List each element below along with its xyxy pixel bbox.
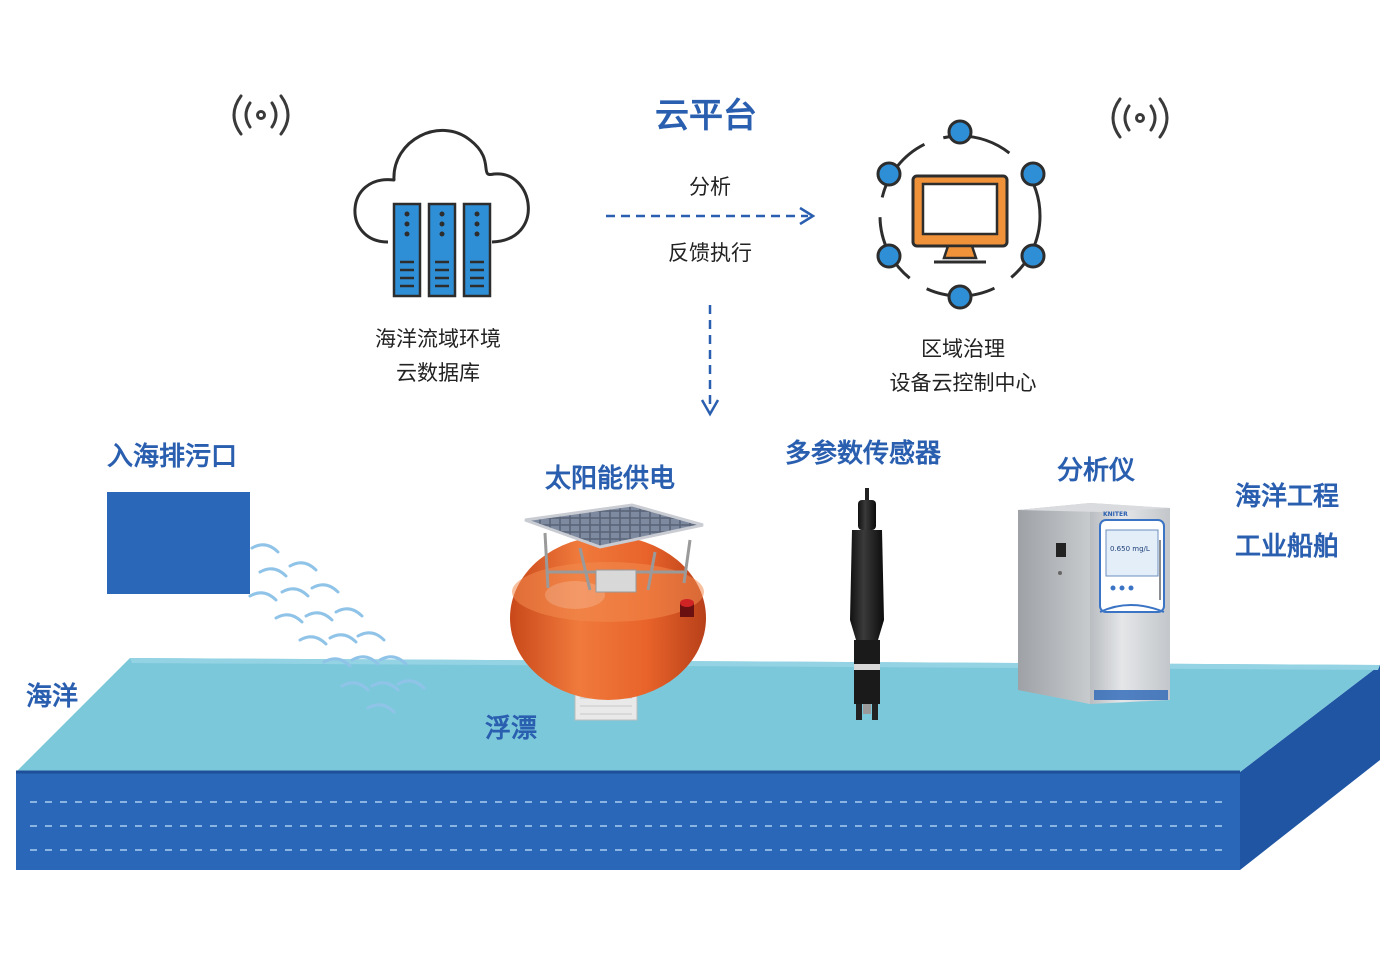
wireless-signal-icon-right xyxy=(1111,97,1169,139)
analyzer-cabinet-image xyxy=(1018,503,1170,704)
outfall-block xyxy=(107,492,250,594)
control-center-label-line2: 设备云控制中心 xyxy=(889,371,1037,395)
analysis-label: 分析 xyxy=(689,175,731,199)
ocean-label: 海洋 xyxy=(26,682,79,712)
ocean-top-face xyxy=(16,658,1380,772)
wireless-signal-icon-left xyxy=(232,94,290,136)
outfall-label: 入海排污口 xyxy=(107,442,238,472)
engineering-label-line1: 海洋工程 xyxy=(1235,482,1340,512)
feedback-label: 反馈执行 xyxy=(668,241,752,265)
analyzer-label: 分析仪 xyxy=(1057,456,1136,486)
cloud-server-icon xyxy=(353,129,530,298)
monitor-network-icon xyxy=(876,119,1046,310)
sensor-label: 多参数传感器 xyxy=(785,439,942,469)
ocean-side-face xyxy=(1240,665,1380,870)
engineering-label-line2: 工业船舶 xyxy=(1235,532,1340,562)
wastewater-waves-icon xyxy=(248,543,426,714)
feedback-arrow xyxy=(700,305,720,417)
ocean-slab xyxy=(16,658,1380,870)
multiparameter-sensor-image xyxy=(850,488,884,720)
database-label: 海洋流域环境 云数据库 xyxy=(348,322,528,390)
control-center-label: 区域治理 设备云控制中心 xyxy=(860,332,1066,400)
solar-power-label: 太阳能供电 xyxy=(545,464,676,494)
cloud-platform-title: 云平台 xyxy=(655,96,757,136)
analyzer-brand: KNITER xyxy=(1103,511,1128,518)
analysis-arrow xyxy=(606,206,816,226)
analyzer-reading: 0.650 mg/L xyxy=(1110,545,1150,553)
buoy-label: 浮漂 xyxy=(485,714,538,744)
database-label-line1: 海洋流域环境 xyxy=(375,327,501,351)
ocean-dashed-lines xyxy=(30,801,1225,851)
buoy-image xyxy=(510,503,706,721)
ocean-front-face xyxy=(16,772,1240,870)
control-center-label-line1: 区域治理 xyxy=(921,337,1005,361)
database-label-line2: 云数据库 xyxy=(396,361,480,385)
